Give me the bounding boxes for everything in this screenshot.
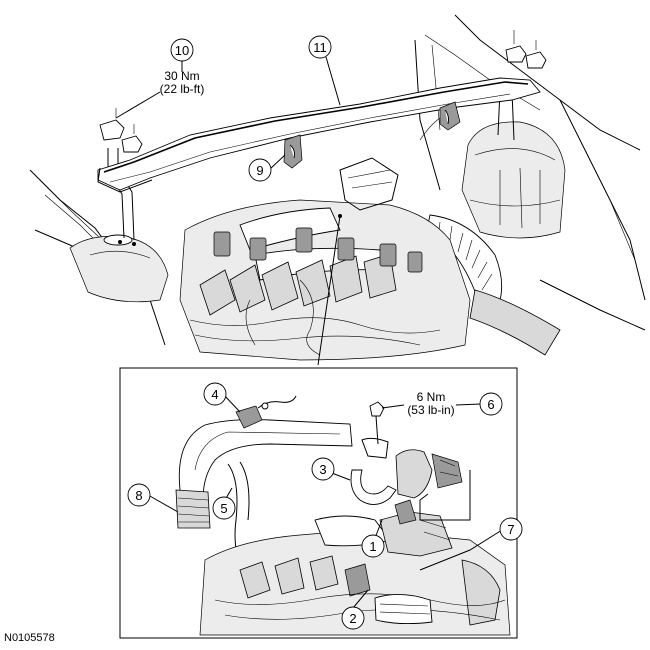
torque-10-imperial: (22 lb-ft): [160, 82, 205, 96]
svg-text:9: 9: [256, 163, 263, 178]
svg-text:2: 2: [349, 611, 356, 626]
strut-tower-brace: [97, 77, 541, 193]
callout-10: 10 30 Nm (22 lb-ft): [160, 38, 205, 96]
coil-packs: [213, 227, 423, 273]
svg-text:11: 11: [313, 40, 327, 55]
callout-11: 11: [308, 35, 332, 59]
figure-id: N0105578: [4, 632, 55, 644]
callout-8: 8: [127, 483, 151, 507]
svg-text:8: 8: [135, 488, 142, 503]
leader-lines: [115, 56, 503, 609]
svg-text:4: 4: [211, 387, 218, 402]
callout-9: 9: [248, 158, 272, 182]
svg-text:10: 10: [175, 43, 189, 58]
callout-3: 3: [311, 457, 335, 481]
callout-5: 5: [212, 496, 236, 520]
torque-6-imperial: (53 lb-in): [407, 403, 454, 417]
callout-6: 6 6 Nm (53 lb-in): [407, 390, 503, 417]
svg-text:6: 6: [487, 397, 494, 412]
engine-compartment-view: [29, 14, 646, 366]
callout-7: 7: [499, 517, 523, 541]
svg-text:1: 1: [369, 539, 376, 554]
torque-6-nm: 6 Nm: [417, 390, 446, 404]
inset-detail-view: [119, 367, 518, 639]
callout-2: 2: [341, 606, 365, 630]
svg-text:3: 3: [319, 462, 326, 477]
svg-text:7: 7: [507, 522, 514, 537]
callout-1: 1: [361, 534, 385, 558]
svg-text:5: 5: [220, 501, 227, 516]
callout-4: 4: [203, 382, 227, 406]
torque-10-nm: 30 Nm: [164, 69, 199, 83]
